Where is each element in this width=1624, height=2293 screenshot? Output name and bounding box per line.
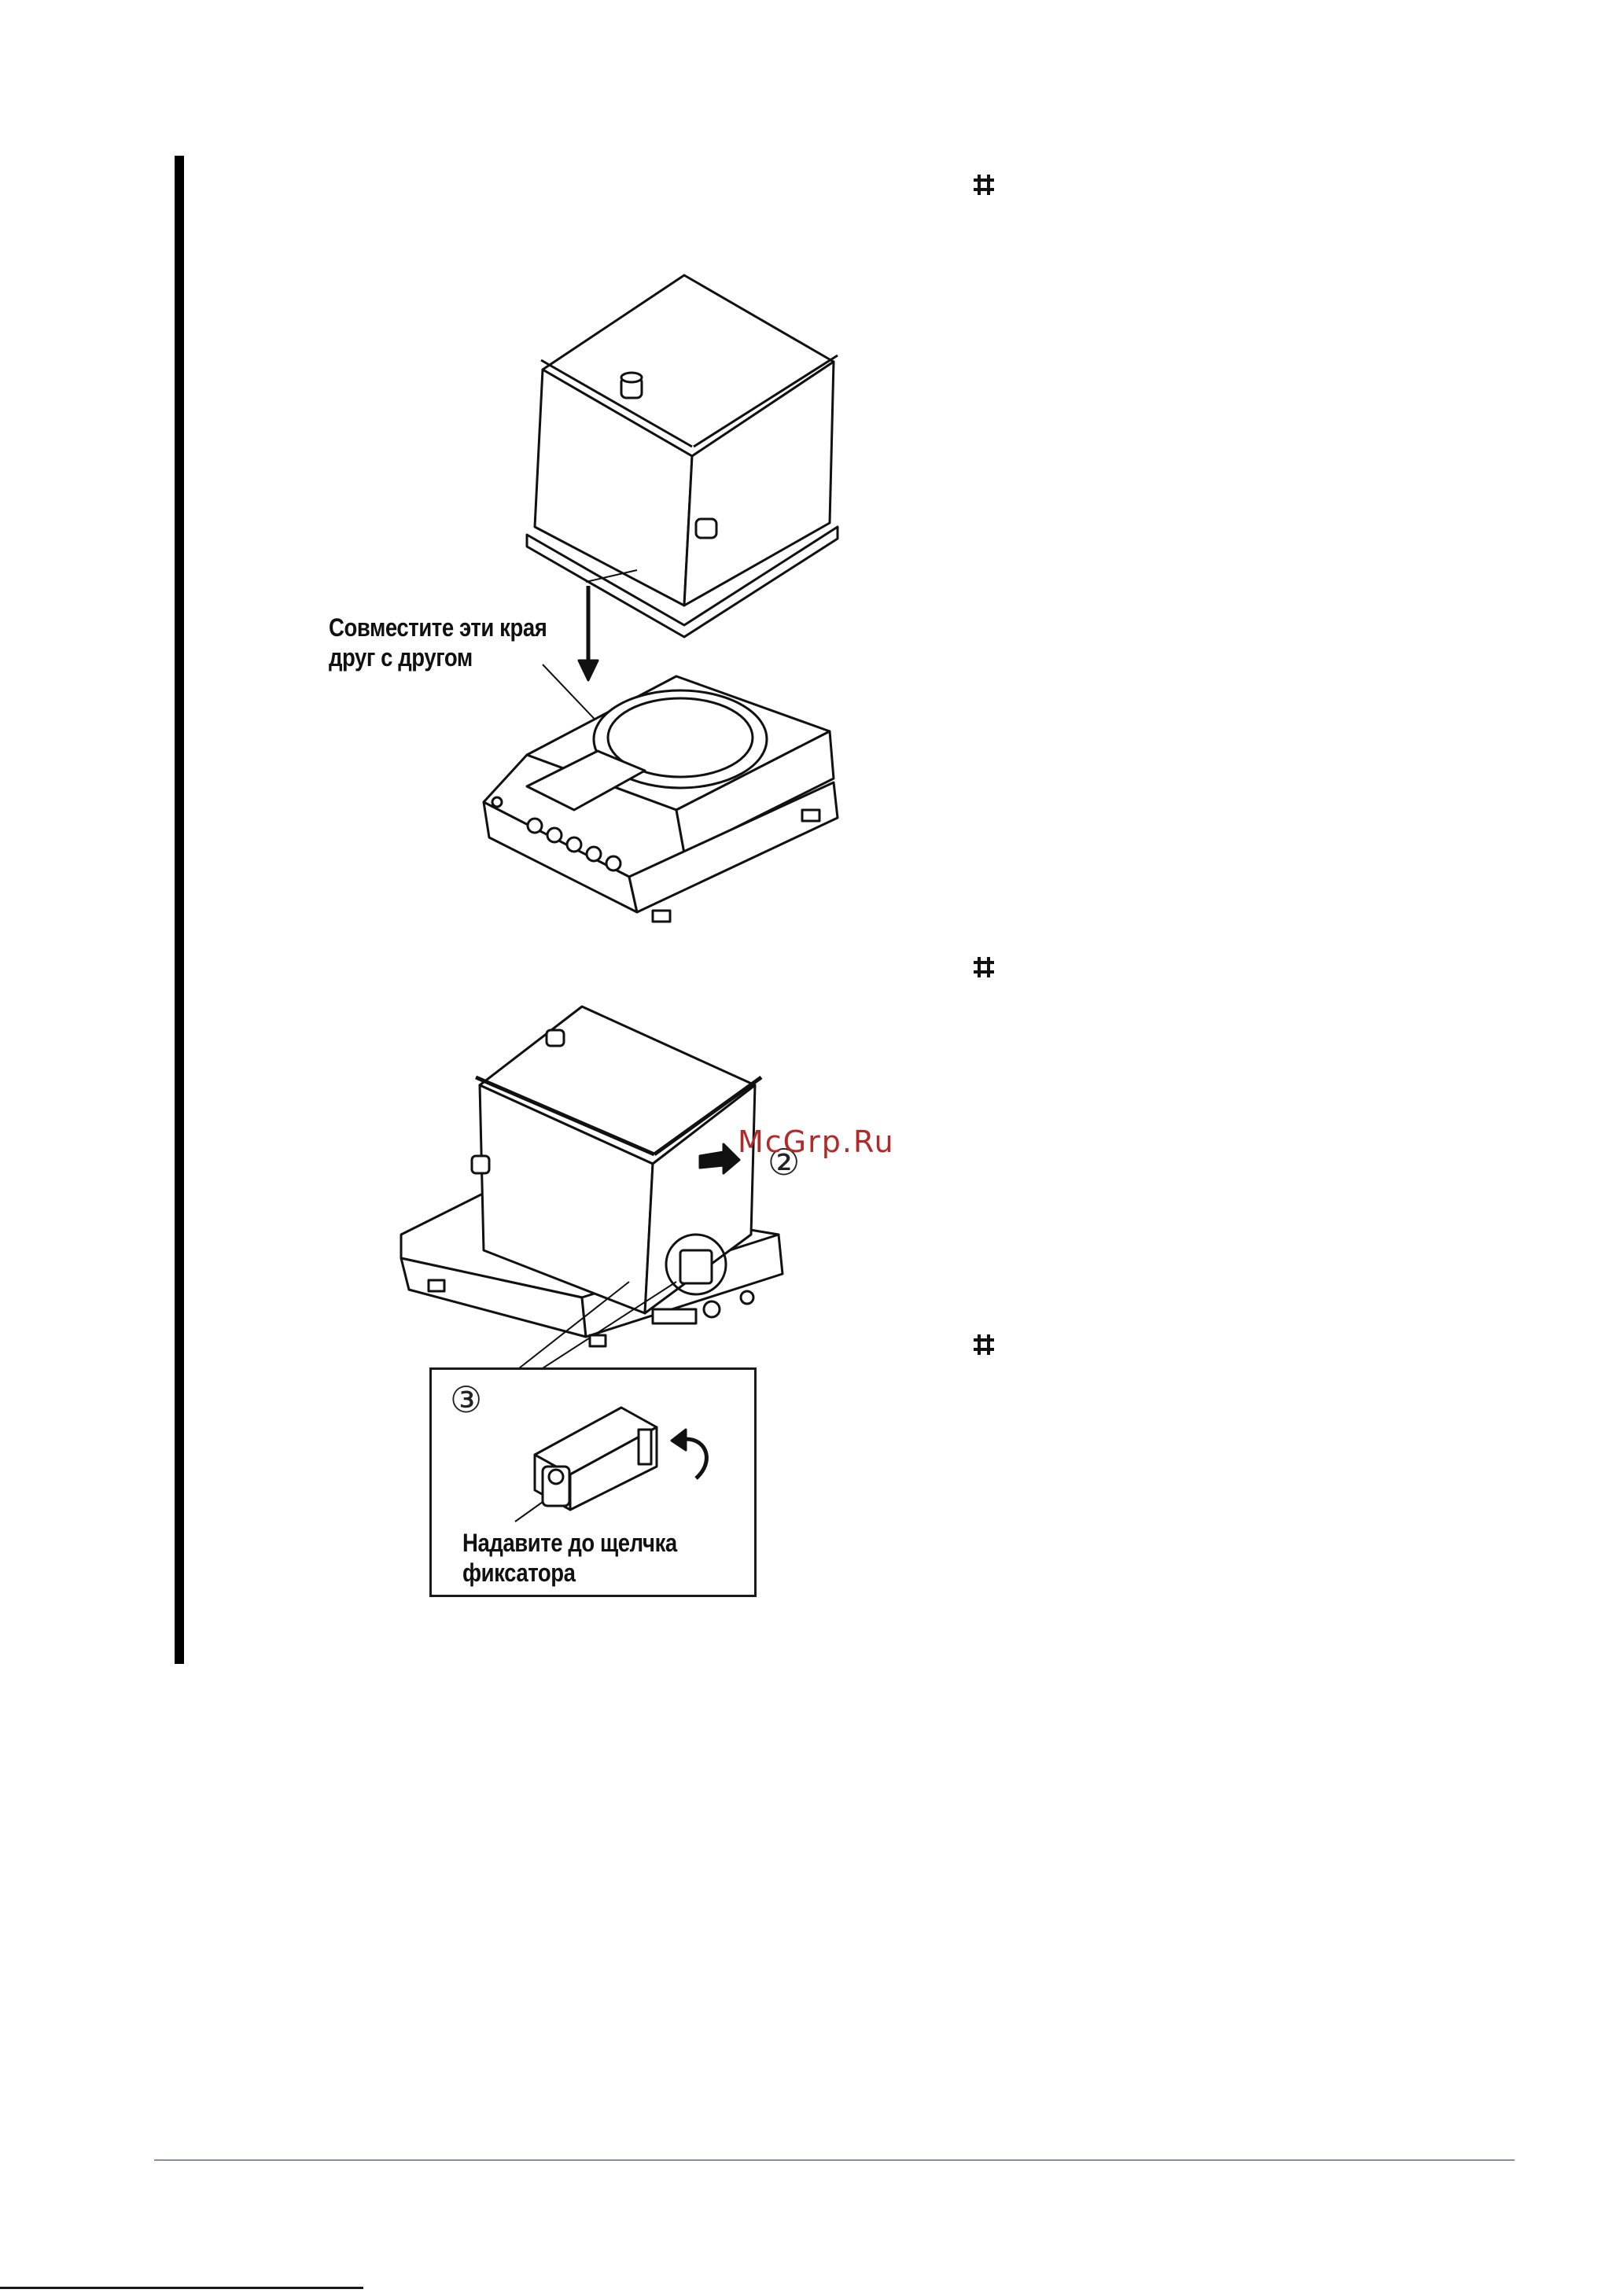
latch-detail-figure	[511, 1392, 724, 1526]
align-edges-label-line2: друг с другом	[329, 642, 473, 673]
align-edges-label-line1: Совместите эти края	[329, 612, 547, 643]
press-click-label-line1: Надавите до щелчка	[462, 1527, 677, 1559]
left-margin-bar	[175, 156, 184, 1664]
hash-marker-icon	[970, 1331, 997, 1358]
hash-marker-icon	[970, 171, 997, 198]
footer-rule	[154, 2159, 1515, 2161]
figure-windshield-install	[440, 267, 849, 936]
figure-windshield-latch	[393, 999, 802, 1368]
callout-number: ③	[450, 1381, 482, 1419]
watermark: McGrp.Ru	[738, 1124, 895, 1159]
bottom-edge-strip	[0, 2287, 363, 2289]
press-click-label-line2: фиксатора	[462, 1557, 576, 1588]
hash-marker-icon	[970, 954, 997, 981]
